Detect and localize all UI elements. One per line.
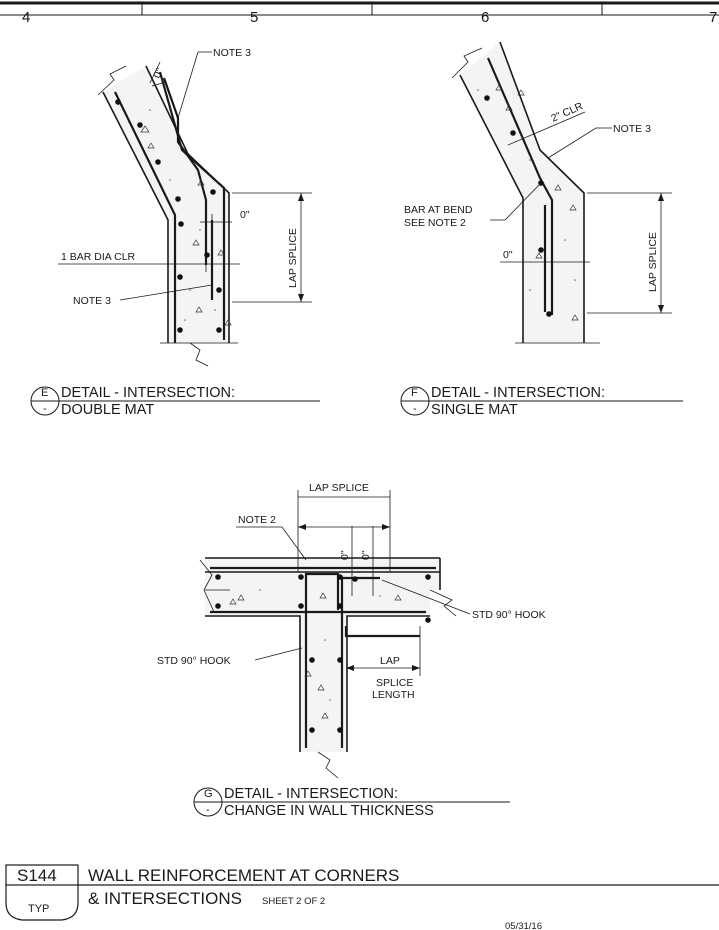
detail-g-tag: G - DETAIL - INTERSECTION: CHANGE IN WAL… — [193, 786, 510, 819]
grid-label-4: 4 — [22, 9, 30, 26]
detail-g-tag-letter: G — [204, 788, 213, 800]
detail-g-length: LENGTH — [372, 689, 415, 701]
detail-f-wall-left-face — [459, 74, 524, 343]
detail-e-lap-splice: LAP SPLICE — [287, 228, 299, 288]
detail-g-zero-b: 0" — [360, 550, 372, 560]
detail-f-drawing: 2" CLR NOTE 3 BAR AT BEND SEE NOTE 2 0" … — [404, 41, 672, 344]
detail-g-title-line1: DETAIL - INTERSECTION: — [224, 786, 398, 802]
detail-f-note3: NOTE 3 — [613, 123, 651, 135]
detail-g-break-left — [199, 559, 215, 613]
detail-g-title-line2: CHANGE IN WALL THICKNESS — [224, 803, 434, 819]
detail-g-std-hook-left: STD 90° HOOK — [157, 655, 231, 667]
detail-g-hook-left — [304, 572, 340, 748]
detail-g-lap-splice-top: LAP SPLICE — [309, 482, 369, 494]
grid-label-6: 6 — [481, 9, 489, 26]
detail-e-break-bottom — [189, 342, 209, 367]
detail-g-note2: NOTE 2 — [238, 514, 276, 526]
detail-e-tag: E - DETAIL - INTERSECTION: DOUBLE MAT — [30, 385, 320, 418]
detail-e-break-top — [97, 65, 127, 96]
detail-e-note3-bottom: NOTE 3 — [73, 295, 111, 307]
detail-e-concrete — [103, 66, 229, 343]
detail-f-wall-right-face — [499, 41, 585, 343]
drawing-number: S144 — [17, 866, 57, 885]
detail-g-std-hook-right: STD 90° HOOK — [472, 609, 546, 621]
detail-g-lap: LAP — [380, 655, 400, 667]
issue-date: 05/31/16 — [505, 921, 542, 930]
detail-f-see-note2: SEE NOTE 2 — [404, 217, 466, 229]
detail-e-bar-outer — [114, 91, 177, 343]
detail-g-lap-bar — [344, 626, 420, 638]
detail-e-tag-letter: E — [41, 387, 48, 399]
title-block: S144 TYP WALL REINFORCEMENT AT CORNERS &… — [5, 864, 719, 930]
grid-header: 4 5 6 7 — [0, 1, 719, 26]
detail-e-wall-left-face — [102, 91, 169, 343]
detail-f-break-top — [451, 47, 483, 79]
detail-f-title-line1: DETAIL - INTERSECTION: — [431, 385, 605, 401]
typ-label: TYP — [28, 903, 49, 915]
detail-e-tag-sheet: - — [43, 403, 47, 415]
detail-g-break-right — [429, 589, 457, 617]
detail-f-tag: F - DETAIL - INTERSECTION: SINGLE MAT — [400, 385, 683, 418]
detail-e-drawing: 0" NOTE 3 0" 1 BAR DIA CLR NOTE 3 LAP SP… — [58, 47, 312, 367]
detail-e-title-line1: DETAIL - INTERSECTION: — [61, 385, 235, 401]
detail-f-title-line2: SINGLE MAT — [431, 402, 518, 418]
grid-label-5: 5 — [250, 9, 258, 26]
detail-f-tag-sheet: - — [413, 403, 417, 415]
title-line1: WALL REINFORCEMENT AT CORNERS — [88, 866, 399, 885]
sheet-count: SHEET 2 OF 2 — [262, 896, 325, 907]
detail-g-drawing: LAP SPLICE NOTE 2 0" 0" STD 90° HOOK STD… — [157, 482, 546, 779]
detail-e-title-line2: DOUBLE MAT — [61, 402, 154, 418]
detail-e-bar-dia-clr: 1 BAR DIA CLR — [61, 251, 136, 263]
detail-g-zero-a: 0" — [339, 550, 351, 560]
detail-f-bar-at-bend: BAR AT BEND — [404, 204, 473, 216]
detail-e-zero-mid: 0" — [240, 209, 250, 221]
detail-f-zero: 0" — [503, 249, 513, 261]
detail-g-splice: SPLICE — [376, 677, 413, 689]
title-line2: & INTERSECTIONS — [88, 889, 242, 908]
detail-f-lap-splice: LAP SPLICE — [647, 232, 659, 292]
detail-f-concrete — [460, 42, 584, 343]
detail-g-break-bottom — [317, 751, 339, 779]
detail-g-tag-sheet: - — [206, 804, 210, 816]
detail-e-bar-mid — [162, 77, 208, 265]
detail-e-note3-top: NOTE 3 — [213, 47, 251, 59]
grid-label-7: 7 — [709, 9, 717, 26]
detail-f-tag-letter: F — [411, 387, 418, 399]
detail-f-clr: 2" CLR — [549, 100, 585, 125]
detail-g-concrete — [205, 558, 440, 752]
